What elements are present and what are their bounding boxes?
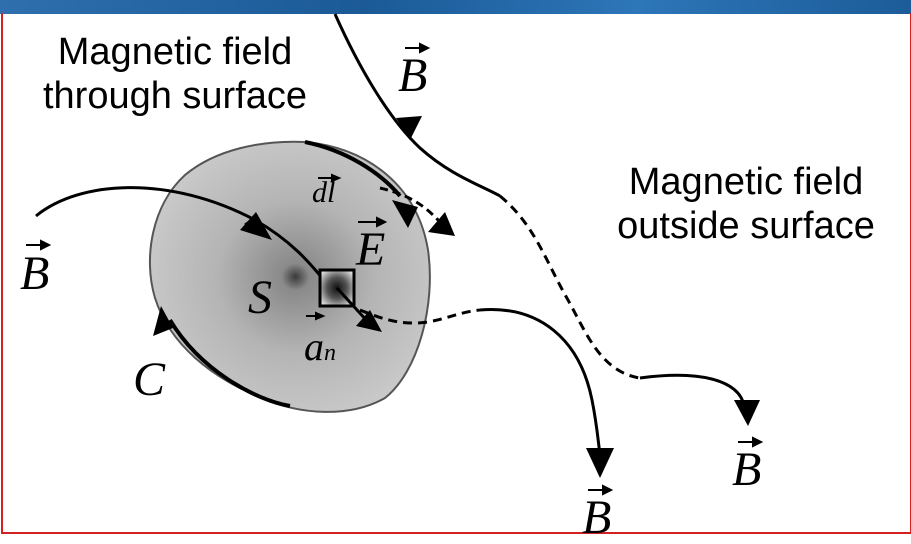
normal-vector [335, 286, 370, 324]
dl-arrowhead [392, 200, 418, 228]
symbol-b-bottom-mid: B [582, 491, 612, 544]
field-line-outside-arrowhead [396, 116, 422, 140]
symbol-c: C [133, 353, 166, 406]
contour-c-top [304, 140, 402, 198]
field-line-outside-dashed [499, 194, 641, 380]
field-line-through-arrowhead [586, 448, 614, 478]
vector-arrows [26, 42, 764, 496]
label-outside-line2: outside surface [617, 205, 875, 247]
symbol-b-top: B [398, 49, 428, 102]
symbol-b-bottom-right: B [732, 443, 762, 496]
symbol-dl: dl [312, 176, 336, 209]
symbol-e: E [356, 223, 386, 276]
symbol-a-n: an [304, 326, 336, 374]
field-line-outside-end-arrowhead [734, 400, 760, 426]
e-field-arrowhead [428, 212, 455, 236]
label-through-line2: through surface [42, 75, 308, 117]
contour-arrowhead [153, 306, 173, 336]
label-through-line1: Magnetic field [57, 31, 293, 73]
field-line-left [35, 186, 332, 289]
field-line-outside-solid [333, 13, 501, 198]
title-bar-strip [0, 0, 911, 14]
label-outside-surface: Magnetic field outside surface [596, 160, 896, 248]
field-line-through-dashed [359, 308, 481, 325]
field-line-through-solid [479, 308, 602, 456]
symbol-b-left: B [20, 247, 50, 300]
field-line-outside-solid-end [639, 373, 746, 406]
contour-c-bottom [168, 318, 291, 408]
symbol-s: S [248, 271, 272, 324]
field-line-left-arrow [240, 212, 272, 240]
label-through-surface: Magnetic field through surface [30, 30, 320, 118]
symbol-a-sub: n [324, 340, 336, 366]
normal-vector-arrowhead [356, 310, 382, 332]
symbol-a-base: a [304, 324, 324, 369]
label-outside-line1: Magnetic field [628, 161, 864, 203]
